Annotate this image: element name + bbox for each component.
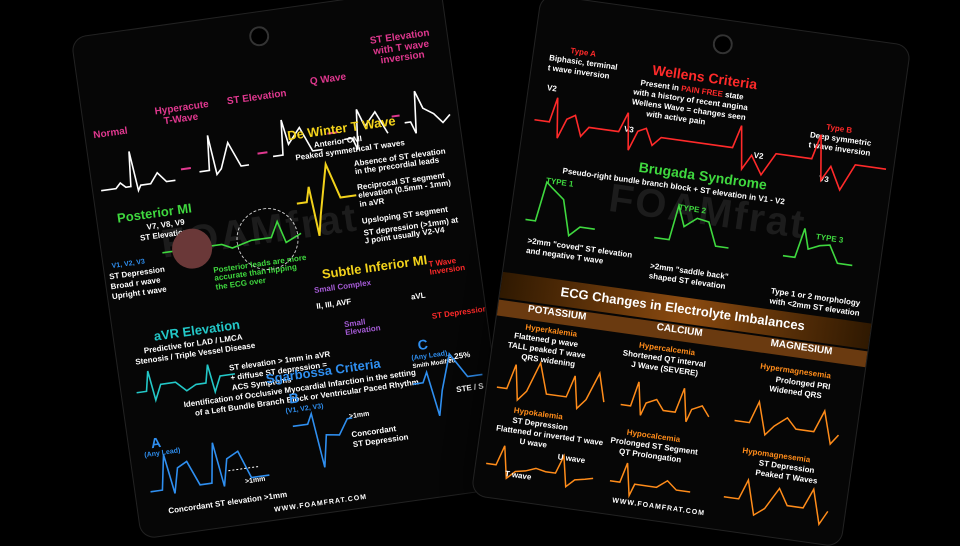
dewinter-l4: Reciprocal ST segment elevation (0.5mm -… — [356, 170, 452, 209]
label-ste-inversion: ST Elevation with T wave inversion — [369, 27, 431, 67]
wellens-trace — [534, 97, 887, 192]
sgarbossa-b: B — [287, 389, 301, 407]
hyper-traces — [496, 360, 840, 446]
right-reference-card: FOAMfrat Type A Biphasic, terminal t wav… — [471, 0, 911, 546]
label-q-wave: Q Wave — [309, 71, 347, 88]
inferior-title: Subtle Inferior MI — [320, 252, 429, 282]
inferior-avl: aVL — [410, 290, 427, 302]
inferior-small-elevation: Small Elevation — [343, 317, 382, 338]
left-reference-card: FOAMfrat Normal Hyperacute T-Wave ST Ele… — [71, 0, 511, 539]
punch-hole — [711, 32, 735, 56]
progression-trace — [101, 90, 451, 194]
sgarbossa-c: C — [416, 335, 429, 354]
dewinter-trace — [296, 160, 357, 236]
sgarbossa-c-trace — [413, 352, 483, 417]
punch-hole — [247, 24, 271, 48]
hypo-traces — [486, 445, 829, 527]
sgarbossa-a-trace — [150, 442, 270, 494]
avr-trace — [136, 364, 236, 403]
inferior-twave: T Wave Inversion — [427, 256, 466, 278]
inferior-leads: II, III, AVF — [315, 297, 352, 311]
wellens-v2: V2 — [546, 83, 558, 94]
sgarbossa-b-trace — [292, 410, 353, 468]
brugada-trace — [525, 180, 853, 267]
inferior-std: ST Depression — [431, 304, 488, 321]
label-st-elevation: ST Elevation — [226, 88, 288, 108]
sgarbossa-a: A — [149, 433, 162, 452]
left-footer: WWW.FOAMFRAT.COM — [273, 493, 368, 514]
